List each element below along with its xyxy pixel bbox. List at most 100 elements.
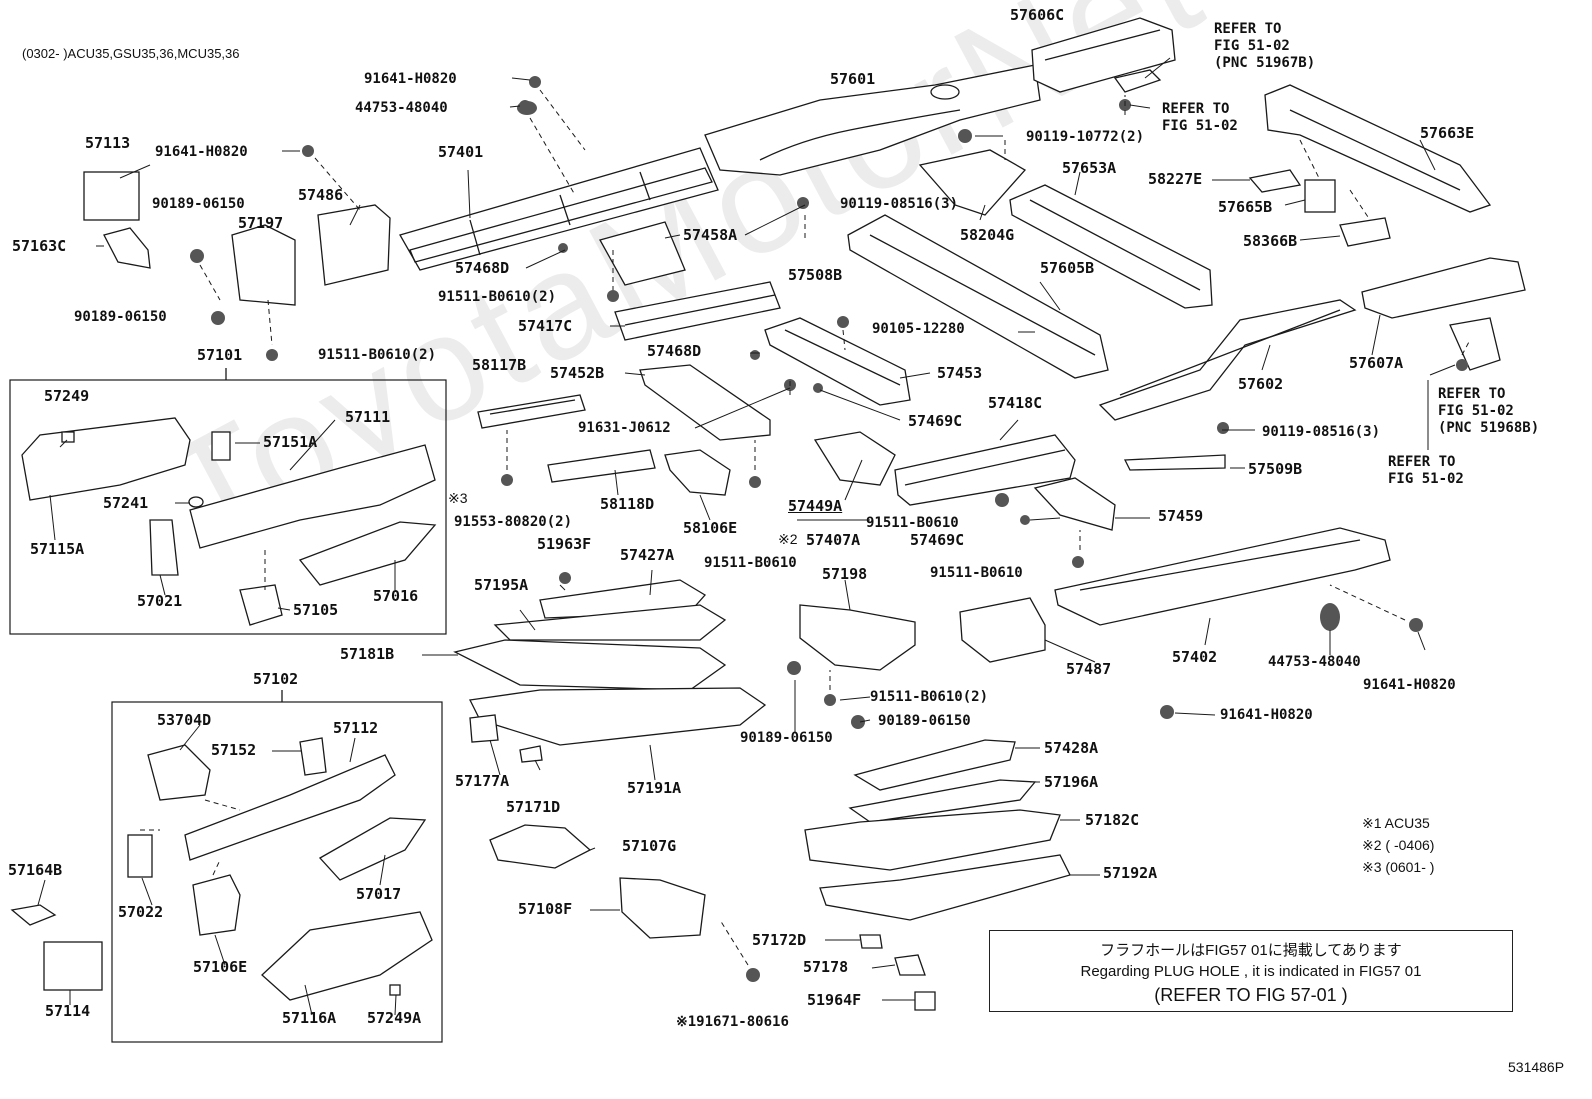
refer-to-51967B[interactable]: REFER TO FIG 51-02 (PNC 51967B) — [1214, 21, 1315, 72]
label-57402[interactable]: 57402 — [1172, 648, 1218, 666]
label-58366B[interactable]: 58366B — [1243, 232, 1298, 250]
label-57021[interactable]: 57021 — [137, 592, 183, 610]
label-fastener-90189-d[interactable]: 90189-06150 — [740, 730, 833, 746]
label-57427A[interactable]: 57427A — [620, 546, 675, 564]
label-57178[interactable]: 57178 — [803, 958, 849, 976]
label-57509B[interactable]: 57509B — [1248, 460, 1303, 478]
label-57105[interactable]: 57105 — [293, 601, 339, 619]
label-57181B[interactable]: 57181B — [340, 645, 395, 663]
label-fastener-91641-bottom[interactable]: 91641-H0820 — [1220, 707, 1313, 723]
label-57111[interactable]: 57111 — [345, 408, 391, 426]
label-57172D[interactable]: 57172D — [752, 931, 807, 949]
label-fastener-91511-mid[interactable]: 91511-B0610 — [704, 555, 797, 571]
note-refer[interactable]: (REFER TO FIG 57-01 ) — [1154, 985, 1348, 1005]
label-57017[interactable]: 57017 — [356, 885, 402, 903]
label-fastener-90105[interactable]: 90105-12280 — [872, 321, 965, 337]
refer-to-51968B[interactable]: REFER TO FIG 51-02 (PNC 51968B) — [1438, 386, 1539, 437]
label-58117B[interactable]: 58117B — [472, 356, 527, 374]
label-57601[interactable]: 57601 — [830, 70, 876, 88]
label-fastener-44753-right[interactable]: 44753-48040 — [1268, 654, 1361, 670]
label-fastener-91641-top[interactable]: 91641-H0820 — [364, 71, 457, 87]
label-57453[interactable]: 57453 — [937, 364, 983, 382]
label-57016[interactable]: 57016 — [373, 587, 419, 605]
label-57458A[interactable]: 57458A — [683, 226, 738, 244]
label-57487[interactable]: 57487 — [1066, 660, 1112, 678]
label-57663E[interactable]: 57663E — [1420, 124, 1475, 142]
label-fastener-90189-a[interactable]: 90189-06150 — [152, 196, 245, 212]
label-57182C[interactable]: 57182C — [1085, 811, 1140, 829]
label-57602[interactable]: 57602 — [1238, 375, 1284, 393]
label-57607A[interactable]: 57607A — [1349, 354, 1404, 372]
label-53704D[interactable]: 53704D — [157, 711, 212, 729]
label-57116A[interactable]: 57116A — [282, 1009, 337, 1027]
label-58204G[interactable]: 58204G — [960, 226, 1015, 244]
label-57198[interactable]: 57198 — [822, 565, 868, 583]
label-57107G[interactable]: 57107G — [622, 837, 677, 855]
label-57468D-b[interactable]: 57468D — [647, 342, 702, 360]
label-fastener-44753-top[interactable]: 44753-48040 — [355, 100, 448, 116]
label-51963F[interactable]: 51963F — [537, 535, 592, 553]
label-57171D[interactable]: 57171D — [506, 798, 561, 816]
label-fastener-90189-b[interactable]: 90189-06150 — [74, 309, 167, 325]
label-57163C[interactable]: 57163C — [12, 237, 67, 255]
label-fastener-90119-10772[interactable]: 90119-10772(2) — [1026, 129, 1145, 145]
label-57191A[interactable]: 57191A — [627, 779, 682, 797]
label-fastener-91631[interactable]: 91631-J0612 — [578, 420, 671, 436]
label-fastener-91641-right[interactable]: 91641-H0820 — [1363, 677, 1456, 693]
refer-to-51-02-b[interactable]: REFER TO FIG 51-02 — [1388, 454, 1464, 488]
label-fastener-90119-08516-a[interactable]: 90119-08516(3) — [840, 196, 959, 212]
label-57249A[interactable]: 57249A — [367, 1009, 422, 1027]
label-fastener-91511-left[interactable]: 91511-B0610(2) — [318, 347, 437, 363]
label-fastener-191671[interactable]: ※191671-80616 — [676, 1014, 789, 1030]
refer-to-51-02-a[interactable]: REFER TO FIG 51-02 — [1162, 101, 1238, 135]
label-57192A[interactable]: 57192A — [1103, 864, 1158, 882]
label-fastener-91641-left[interactable]: 91641-H0820 — [155, 144, 248, 160]
label-57606C[interactable]: 57606C — [1010, 6, 1065, 24]
label-fastener-91511-d[interactable]: 91511-B0610 — [930, 565, 1023, 581]
label-57114[interactable]: 57114 — [45, 1002, 91, 1020]
label-57469C-b[interactable]: 57469C — [910, 531, 965, 549]
label-57417C[interactable]: 57417C — [518, 317, 573, 335]
label-57101[interactable]: 57101 — [197, 346, 243, 364]
label-57152[interactable]: 57152 — [211, 741, 257, 759]
label-fastener-90189-c[interactable]: 90189-06150 — [878, 713, 971, 729]
label-57177A[interactable]: 57177A — [455, 772, 510, 790]
label-57428A[interactable]: 57428A — [1044, 739, 1099, 757]
label-57459[interactable]: 57459 — [1158, 507, 1204, 525]
label-57418C[interactable]: 57418C — [988, 394, 1043, 412]
label-57665B[interactable]: 57665B — [1218, 198, 1273, 216]
label-57196A[interactable]: 57196A — [1044, 773, 1099, 791]
label-57407A[interactable]: 57407A — [806, 531, 861, 549]
label-57197[interactable]: 57197 — [238, 214, 284, 232]
label-57195A[interactable]: 57195A — [474, 576, 529, 594]
label-51964F[interactable]: 51964F — [807, 991, 862, 1009]
label-58227E[interactable]: 58227E — [1148, 170, 1203, 188]
label-57605B[interactable]: 57605B — [1040, 259, 1095, 277]
label-fastener-90119-08516-b[interactable]: 90119-08516(3) — [1262, 424, 1381, 440]
label-57106E[interactable]: 57106E — [193, 958, 248, 976]
label-57102[interactable]: 57102 — [253, 670, 299, 688]
label-57151A[interactable]: 57151A — [263, 433, 318, 451]
label-57449A[interactable]: 57449A — [788, 497, 843, 515]
label-57486[interactable]: 57486 — [298, 186, 344, 204]
label-fastener-91511-2a[interactable]: 91511-B0610(2) — [438, 289, 557, 305]
label-57022[interactable]: 57022 — [118, 903, 164, 921]
label-fastener-91511-c[interactable]: 91511-B0610 — [866, 515, 959, 531]
label-57468D-a[interactable]: 57468D — [455, 259, 510, 277]
label-58106E[interactable]: 58106E — [683, 519, 738, 537]
label-57452B[interactable]: 57452B — [550, 364, 605, 382]
label-58118D[interactable]: 58118D — [600, 495, 655, 513]
label-57115A[interactable]: 57115A — [30, 540, 85, 558]
label-57164B[interactable]: 57164B — [8, 861, 63, 879]
label-57469C-a[interactable]: 57469C — [908, 412, 963, 430]
label-57508B[interactable]: 57508B — [788, 266, 843, 284]
label-fastener-91511-2b[interactable]: 91511-B0610(2) — [870, 689, 989, 705]
label-57249[interactable]: 57249 — [44, 387, 90, 405]
label-fastener-91553[interactable]: 91553-80820(2) — [454, 514, 573, 530]
label-57113[interactable]: 57113 — [85, 134, 131, 152]
label-57112[interactable]: 57112 — [333, 719, 379, 737]
label-57401[interactable]: 57401 — [438, 143, 484, 161]
label-57653A[interactable]: 57653A — [1062, 159, 1117, 177]
label-57241[interactable]: 57241 — [103, 494, 149, 512]
label-57108F[interactable]: 57108F — [518, 900, 573, 918]
